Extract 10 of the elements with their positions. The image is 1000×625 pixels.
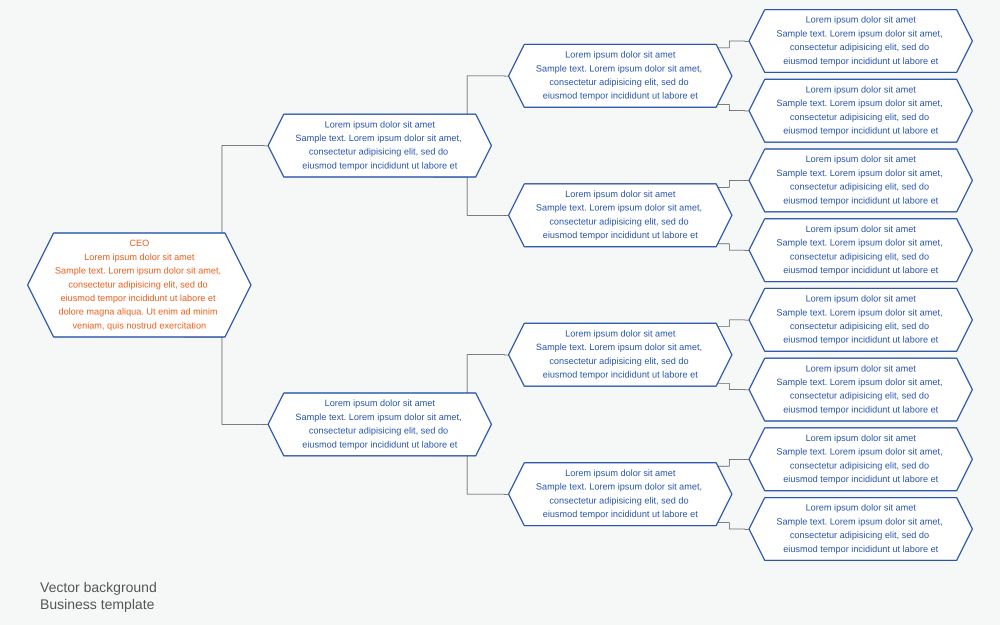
template-note: Business template bbox=[40, 596, 156, 613]
connector bbox=[718, 180, 750, 188]
connector bbox=[718, 40, 750, 48]
connector bbox=[718, 459, 750, 466]
connector bbox=[718, 522, 750, 530]
connector bbox=[718, 320, 750, 328]
template-note: Vector background bbox=[40, 579, 157, 596]
connector bbox=[718, 382, 750, 390]
connector bbox=[718, 244, 750, 251]
connector bbox=[718, 104, 750, 112]
